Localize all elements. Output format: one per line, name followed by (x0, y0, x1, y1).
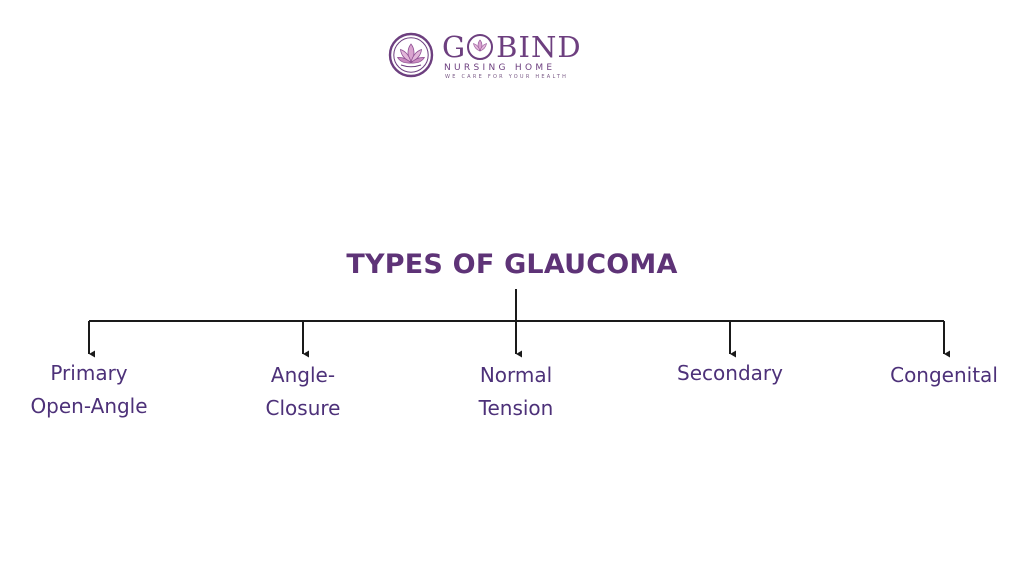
lotus-o-icon (466, 32, 496, 62)
logo-wordmark-first: G (442, 30, 467, 64)
lotus-emblem-icon (388, 32, 434, 78)
node-primary-open-angle: Primary Open-Angle (30, 361, 148, 418)
node-congenital: Congenital (890, 363, 998, 387)
node-angle-closure: Angle- Closure (265, 363, 341, 420)
logo-tagline: WE CARE FOR YOUR HEALTH (445, 74, 569, 80)
node-normal-tension: Normal Tension (478, 363, 554, 420)
gobind-logo: G BIND NURSING HOME WE CARE FOR YOUR HEA… (388, 32, 588, 84)
node-secondary: Secondary (677, 361, 783, 385)
logo-wordmark-rest: BIND (496, 30, 582, 64)
diagram-title: TYPES OF GLAUCOMA (346, 249, 678, 280)
logo-subtitle: NURSING HOME (444, 63, 556, 73)
logo-wordmark: G BIND (442, 32, 582, 62)
